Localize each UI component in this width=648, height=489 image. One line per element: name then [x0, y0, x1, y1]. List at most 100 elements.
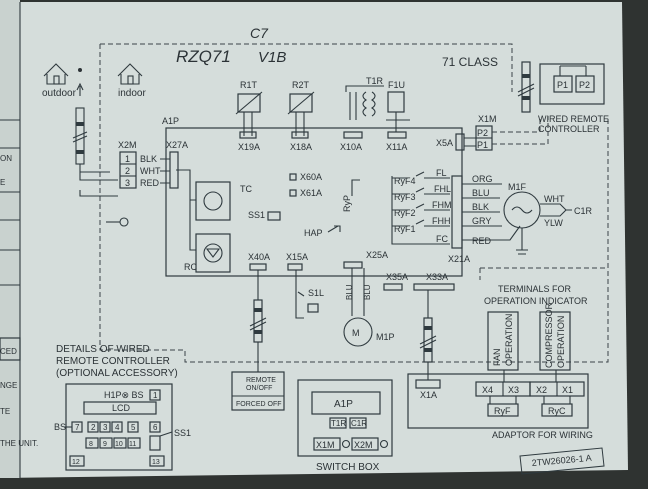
x33a-label: X33A: [426, 272, 448, 282]
svg-text:NGE: NGE: [0, 381, 17, 390]
svg-text:P2: P2: [579, 80, 590, 90]
svg-text:SWITCH BOX: SWITCH BOX: [316, 462, 380, 473]
x5a-label: X5A: [436, 138, 453, 148]
t1r-transformer: T1R X10A: [340, 76, 384, 152]
svg-text:BLU: BLU: [363, 284, 372, 300]
svg-text:2: 2: [91, 423, 96, 432]
svg-text:12: 12: [72, 459, 80, 466]
indoor-label: indoor: [118, 88, 146, 99]
x21a-label: X21A: [448, 254, 470, 264]
svg-text:LCD: LCD: [112, 403, 131, 413]
wire-wht: WHT: [140, 166, 161, 176]
x2m-label: X2M: [118, 140, 137, 150]
x60a-label: X60A: [300, 172, 322, 182]
s1l-label: S1L: [308, 288, 324, 298]
tc-triac: TC: [195, 181, 252, 221]
svg-text:BLU: BLU: [472, 188, 490, 198]
svg-text:BLK: BLK: [472, 202, 489, 212]
svg-text:FC: FC: [436, 234, 448, 244]
x2m-terminal: 1 2 3: [119, 151, 137, 189]
svg-text:C1R: C1R: [351, 419, 367, 428]
wired-remote-title-1: WIRED REMOTE: [538, 114, 609, 124]
svg-text:ORG: ORG: [472, 174, 493, 184]
x61a-label: X61A: [300, 188, 322, 198]
svg-text:X2: X2: [536, 385, 547, 395]
svg-text:3: 3: [103, 423, 108, 432]
ryp-label: RyP: [342, 195, 352, 212]
svg-text:TC: TC: [240, 184, 252, 194]
outdoor-cable: [72, 107, 118, 197]
svg-text:REMOTE CONTROLLER: REMOTE CONTROLLER: [56, 356, 170, 367]
svg-text:CED: CED: [0, 347, 17, 356]
svg-text:ADAPTOR FOR WIRING: ADAPTOR FOR WIRING: [492, 430, 593, 440]
remote-cable: [517, 61, 535, 113]
m1f-fan-motor: M1F WHT YLW C1R: [503, 182, 593, 255]
svg-text:FHM: FHM: [432, 200, 452, 210]
svg-text:RyF1: RyF1: [394, 224, 416, 234]
svg-text:(OPTIONAL ACCESSORY): (OPTIONAL ACCESSORY): [56, 368, 178, 379]
x40a-label: X40A: [248, 252, 270, 262]
svg-text:P1: P1: [557, 80, 568, 90]
svg-text:T1R: T1R: [331, 419, 346, 428]
ss1-label: SS1: [248, 210, 265, 220]
hap-label: HAP: [304, 228, 323, 238]
svg-text:X1: X1: [562, 385, 573, 395]
svg-text:8: 8: [89, 441, 93, 448]
remote-buttons: 7 2 3 4 5 6 8 9 10 11 12 13 SS1: [69, 421, 191, 467]
outdoor-label: outdoor: [42, 88, 77, 99]
outdoor-house-icon: [43, 63, 69, 85]
svg-text:REMOTE: REMOTE: [246, 377, 276, 384]
x15a-label: X15A: [286, 252, 308, 262]
svg-text:P1: P1: [477, 140, 488, 150]
svg-text:X18A: X18A: [290, 142, 312, 152]
svg-text:FORCED OFF: FORCED OFF: [236, 401, 282, 408]
svg-text:H1P⊗ BS: H1P⊗ BS: [104, 390, 144, 400]
svg-text:3: 3: [125, 178, 130, 188]
x1m-label: X1M: [478, 114, 497, 124]
rc-relay: RC: [184, 233, 231, 273]
wire-blk: BLK: [140, 154, 157, 164]
svg-text:WHT: WHT: [544, 194, 565, 204]
svg-text:4: 4: [115, 423, 120, 432]
svg-text:GRY: GRY: [472, 216, 491, 226]
indoor-house-icon: [117, 63, 143, 85]
svg-text:FL: FL: [436, 168, 447, 178]
svg-text:TE: TE: [0, 407, 10, 416]
svg-text:6: 6: [153, 423, 158, 432]
svg-text:9: 9: [103, 441, 107, 448]
svg-text:F1U: F1U: [388, 80, 405, 90]
svg-text:BS: BS: [54, 422, 66, 432]
svg-text:RyF3: RyF3: [394, 192, 416, 202]
svg-text:RC: RC: [184, 262, 197, 272]
svg-text:RyF2: RyF2: [394, 208, 416, 218]
svg-text:2: 2: [125, 166, 130, 176]
handwritten-note: C7: [250, 25, 269, 41]
svg-text:SS1: SS1: [174, 428, 191, 438]
svg-text:COMPRESSOR: COMPRESSOR: [544, 302, 554, 368]
svg-text:M: M: [352, 328, 360, 338]
hap-led-icon: [327, 225, 341, 233]
fan-relays: RyF4 RyF3 RyF2 RyF1 FL FHL FHM FHH FC: [391, 168, 452, 245]
f1u-fuse: F1U X11A: [386, 80, 410, 152]
svg-text:T1R: T1R: [366, 76, 384, 86]
svg-text:X2M: X2M: [354, 440, 373, 450]
svg-text:OPERATION: OPERATION: [556, 316, 566, 368]
svg-text:X3: X3: [508, 385, 519, 395]
svg-text:FHH: FHH: [432, 216, 451, 226]
svg-text:FHL: FHL: [434, 184, 451, 194]
svg-text:13: 13: [152, 459, 160, 466]
svg-text:RyC: RyC: [548, 406, 566, 416]
svg-text:1: 1: [153, 391, 158, 400]
x35a-label: X35A: [386, 272, 408, 282]
svg-text:OPERATION: OPERATION: [504, 314, 514, 366]
svg-text:X4: X4: [482, 385, 493, 395]
svg-text:RyF4: RyF4: [394, 176, 416, 186]
svg-text:X10A: X10A: [340, 142, 362, 152]
svg-text:7: 7: [75, 423, 80, 432]
x25a-label: X25A: [366, 250, 388, 260]
class-label: 71 CLASS: [442, 55, 498, 69]
svg-text:RED: RED: [472, 236, 492, 246]
x1a-cable: X1A: [415, 290, 441, 400]
handwritten-model-suffix: V1B: [258, 49, 286, 66]
